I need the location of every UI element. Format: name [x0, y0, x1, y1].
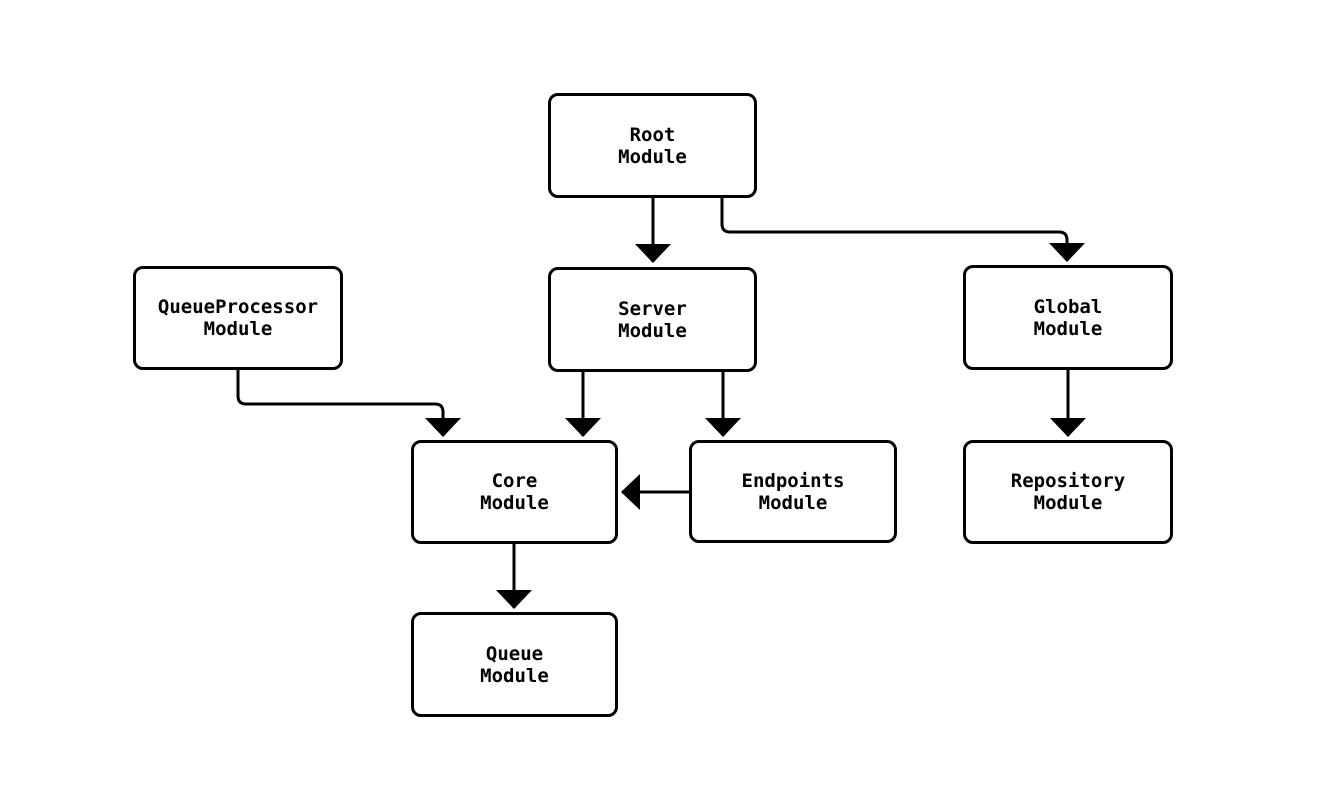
- node-label-line: Module: [758, 491, 828, 514]
- node-label-line: Server: [618, 297, 687, 320]
- node-label-line: Repository: [1010, 470, 1126, 492]
- node-label-line: Module: [1033, 317, 1103, 340]
- node-core-module: Core Module: [411, 440, 618, 544]
- node-label-line: Module: [618, 319, 687, 342]
- node-repository-module: Repository Module: [963, 440, 1173, 544]
- node-label-line: Module: [203, 318, 273, 340]
- node-queue-module: Queue Module: [411, 612, 618, 717]
- node-queueprocessor-module: QueueProcessor Module: [133, 266, 343, 370]
- node-label-line: Module: [1033, 492, 1103, 514]
- node-label-line: Module: [480, 664, 549, 687]
- node-root-module: Root Module: [548, 93, 757, 198]
- edge-queueprocessor-to-core: [236, 370, 461, 437]
- node-endpoints-module: Endpoints Module: [689, 440, 897, 543]
- node-label-line: Queue: [485, 642, 544, 665]
- node-label-line: Endpoints: [741, 469, 845, 492]
- node-server-module: Server Module: [548, 267, 757, 372]
- edge-root-to-global: [720, 198, 1085, 262]
- node-label-line: Root: [629, 123, 676, 146]
- node-global-module: Global Module: [963, 265, 1173, 370]
- node-label-line: QueueProcessor: [157, 296, 319, 318]
- node-label-line: Module: [480, 492, 549, 514]
- node-label-line: Core: [491, 470, 538, 492]
- node-label-line: Module: [618, 145, 687, 168]
- node-label-line: Global: [1033, 295, 1103, 318]
